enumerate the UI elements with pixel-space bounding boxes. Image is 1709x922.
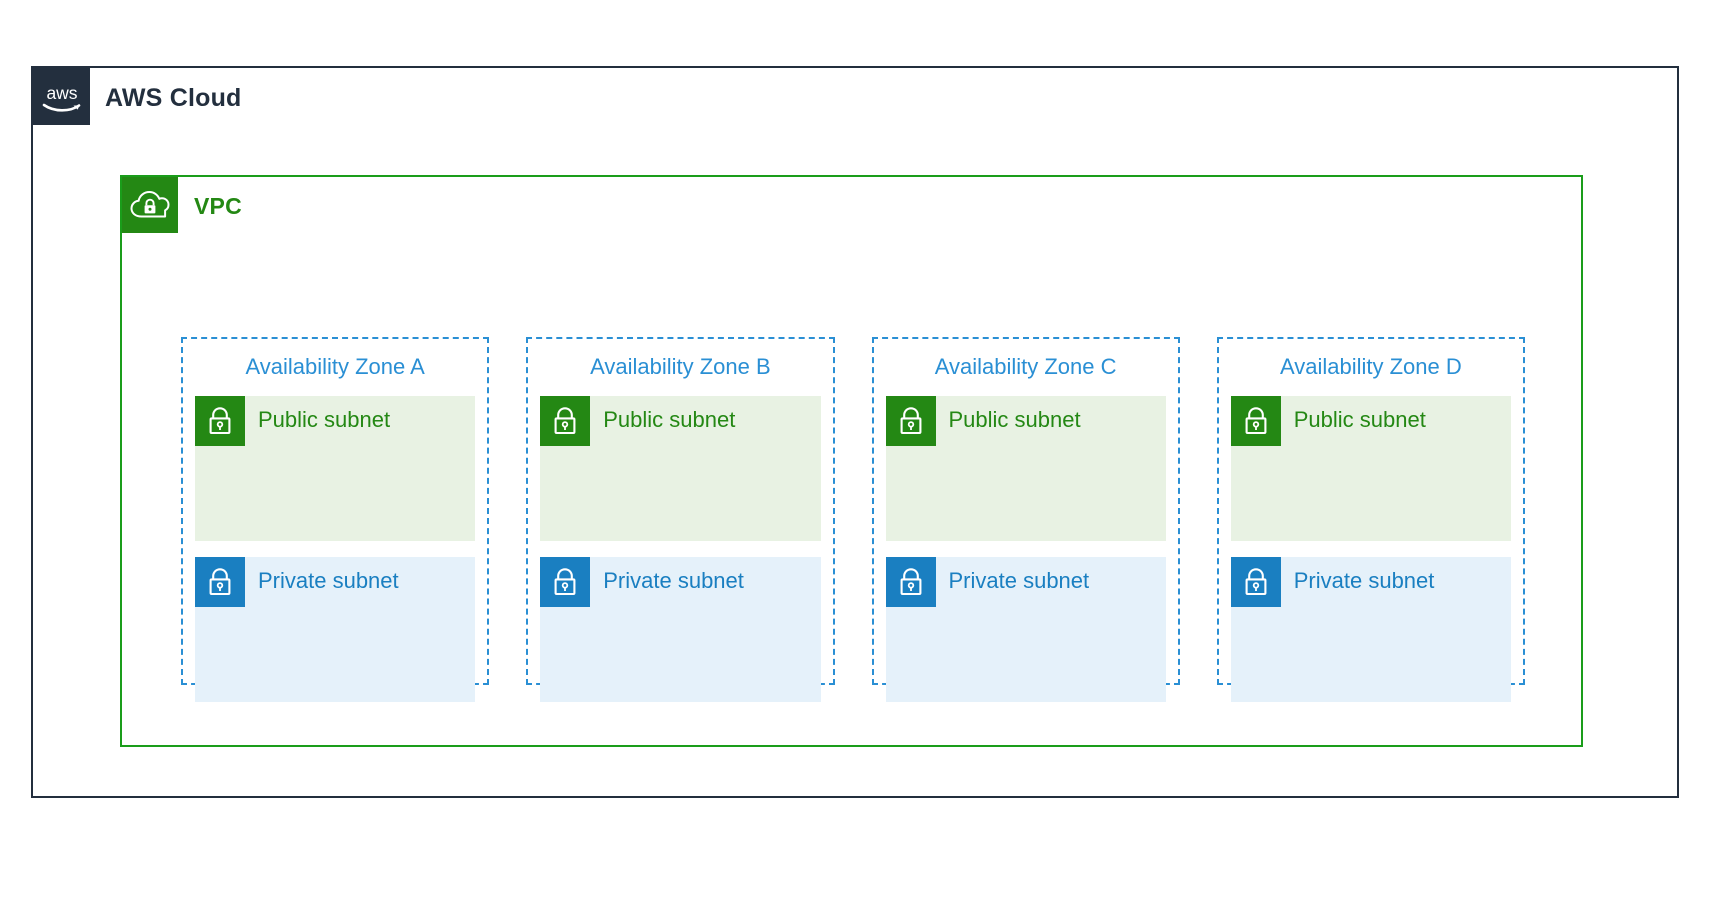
availability-zone-title: Availability Zone B	[590, 354, 771, 379]
subnet-stack: Public subnet	[885, 396, 1166, 703]
public-subnet-badge	[540, 396, 591, 447]
public-subnet-label: Public subnet	[258, 407, 391, 433]
padlock-icon	[550, 566, 580, 598]
padlock-icon	[896, 405, 926, 437]
padlock-icon	[205, 566, 235, 598]
public-subnet-block: Public subnet	[1230, 396, 1511, 542]
public-subnet-badge	[195, 396, 245, 447]
private-subnet-label: Private subnet	[603, 568, 744, 594]
vpc-title: VPC	[194, 193, 242, 219]
padlock-icon	[550, 405, 580, 437]
private-subnet-label: Private subnet	[258, 568, 399, 594]
public-subnet-label: Public subnet	[948, 407, 1081, 433]
availability-zone-c: Availability Zone C	[871, 337, 1180, 703]
private-subnet-block: Private subnet	[195, 557, 476, 703]
public-subnet-badge	[885, 396, 936, 447]
aws-logo-icon: aws	[40, 80, 84, 114]
public-subnet-label: Public subnet	[1293, 407, 1426, 433]
subnet-stack: Public subnet	[1230, 396, 1511, 703]
private-subnet-block: Private subnet	[885, 557, 1166, 703]
page-title: AWS Cloud	[105, 84, 242, 112]
svg-text:aws: aws	[46, 83, 77, 103]
public-subnet-block: Public subnet	[885, 396, 1166, 542]
availability-zone-title: Availability Zone A	[245, 354, 425, 379]
padlock-icon	[1241, 566, 1271, 598]
private-subnet-badge	[1230, 557, 1281, 608]
aws-cloud-boundary: aws AWS Cloud VPC Availability Zone A	[31, 66, 1679, 798]
private-subnet-label: Private subnet	[948, 568, 1090, 594]
aws-logo-badge: aws	[33, 68, 90, 125]
vpc-badge	[122, 177, 178, 233]
private-subnet-block: Private subnet	[540, 557, 821, 703]
padlock-icon	[896, 566, 926, 598]
private-subnet-badge	[195, 557, 245, 608]
private-subnet-label: Private subnet	[1293, 568, 1435, 594]
private-subnet-badge	[540, 557, 591, 608]
vpc-boundary: VPC Availability Zone A	[120, 175, 1583, 747]
public-subnet-block: Public subnet	[195, 396, 476, 542]
public-subnet-block: Public subnet	[540, 396, 821, 542]
public-subnet-badge	[1230, 396, 1281, 447]
availability-zone-b: Availability Zone B	[526, 337, 835, 703]
subnet-stack: Public subnet	[195, 396, 476, 703]
availability-zones-row: Availability Zone A	[181, 337, 1525, 703]
availability-zone-title: Availability Zone C	[934, 354, 1117, 379]
availability-zone-title: Availability Zone D	[1279, 354, 1462, 379]
padlock-icon	[205, 405, 235, 437]
availability-zone-a: Availability Zone A	[181, 337, 490, 703]
public-subnet-label: Public subnet	[603, 407, 736, 433]
padlock-icon	[1241, 405, 1271, 437]
availability-zone-d: Availability Zone D	[1216, 337, 1525, 703]
subnet-stack: Public subnet	[540, 396, 821, 703]
private-subnet-block: Private subnet	[1230, 557, 1511, 703]
vpc-cloud-lock-icon	[129, 189, 171, 221]
private-subnet-badge	[885, 557, 936, 608]
